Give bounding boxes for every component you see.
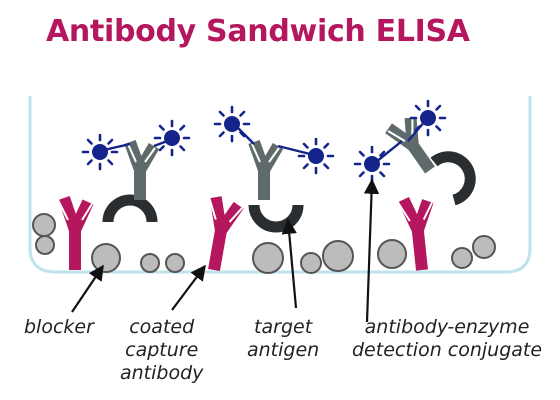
detection-antibodies: [128, 114, 442, 200]
label-arrows: [71, 178, 380, 323]
label-detection-conjugate: antibody-enzyme detection conjugate: [352, 316, 543, 361]
page-title: Antibody Sandwich ELISA: [46, 14, 470, 49]
target-antigens: [102, 151, 476, 233]
label-target-antigen: target antigen: [247, 316, 320, 361]
well-outline: [28, 96, 532, 274]
label-blocker: blocker: [24, 316, 94, 338]
label-capture-antibody: coated capture antibody: [120, 316, 204, 384]
